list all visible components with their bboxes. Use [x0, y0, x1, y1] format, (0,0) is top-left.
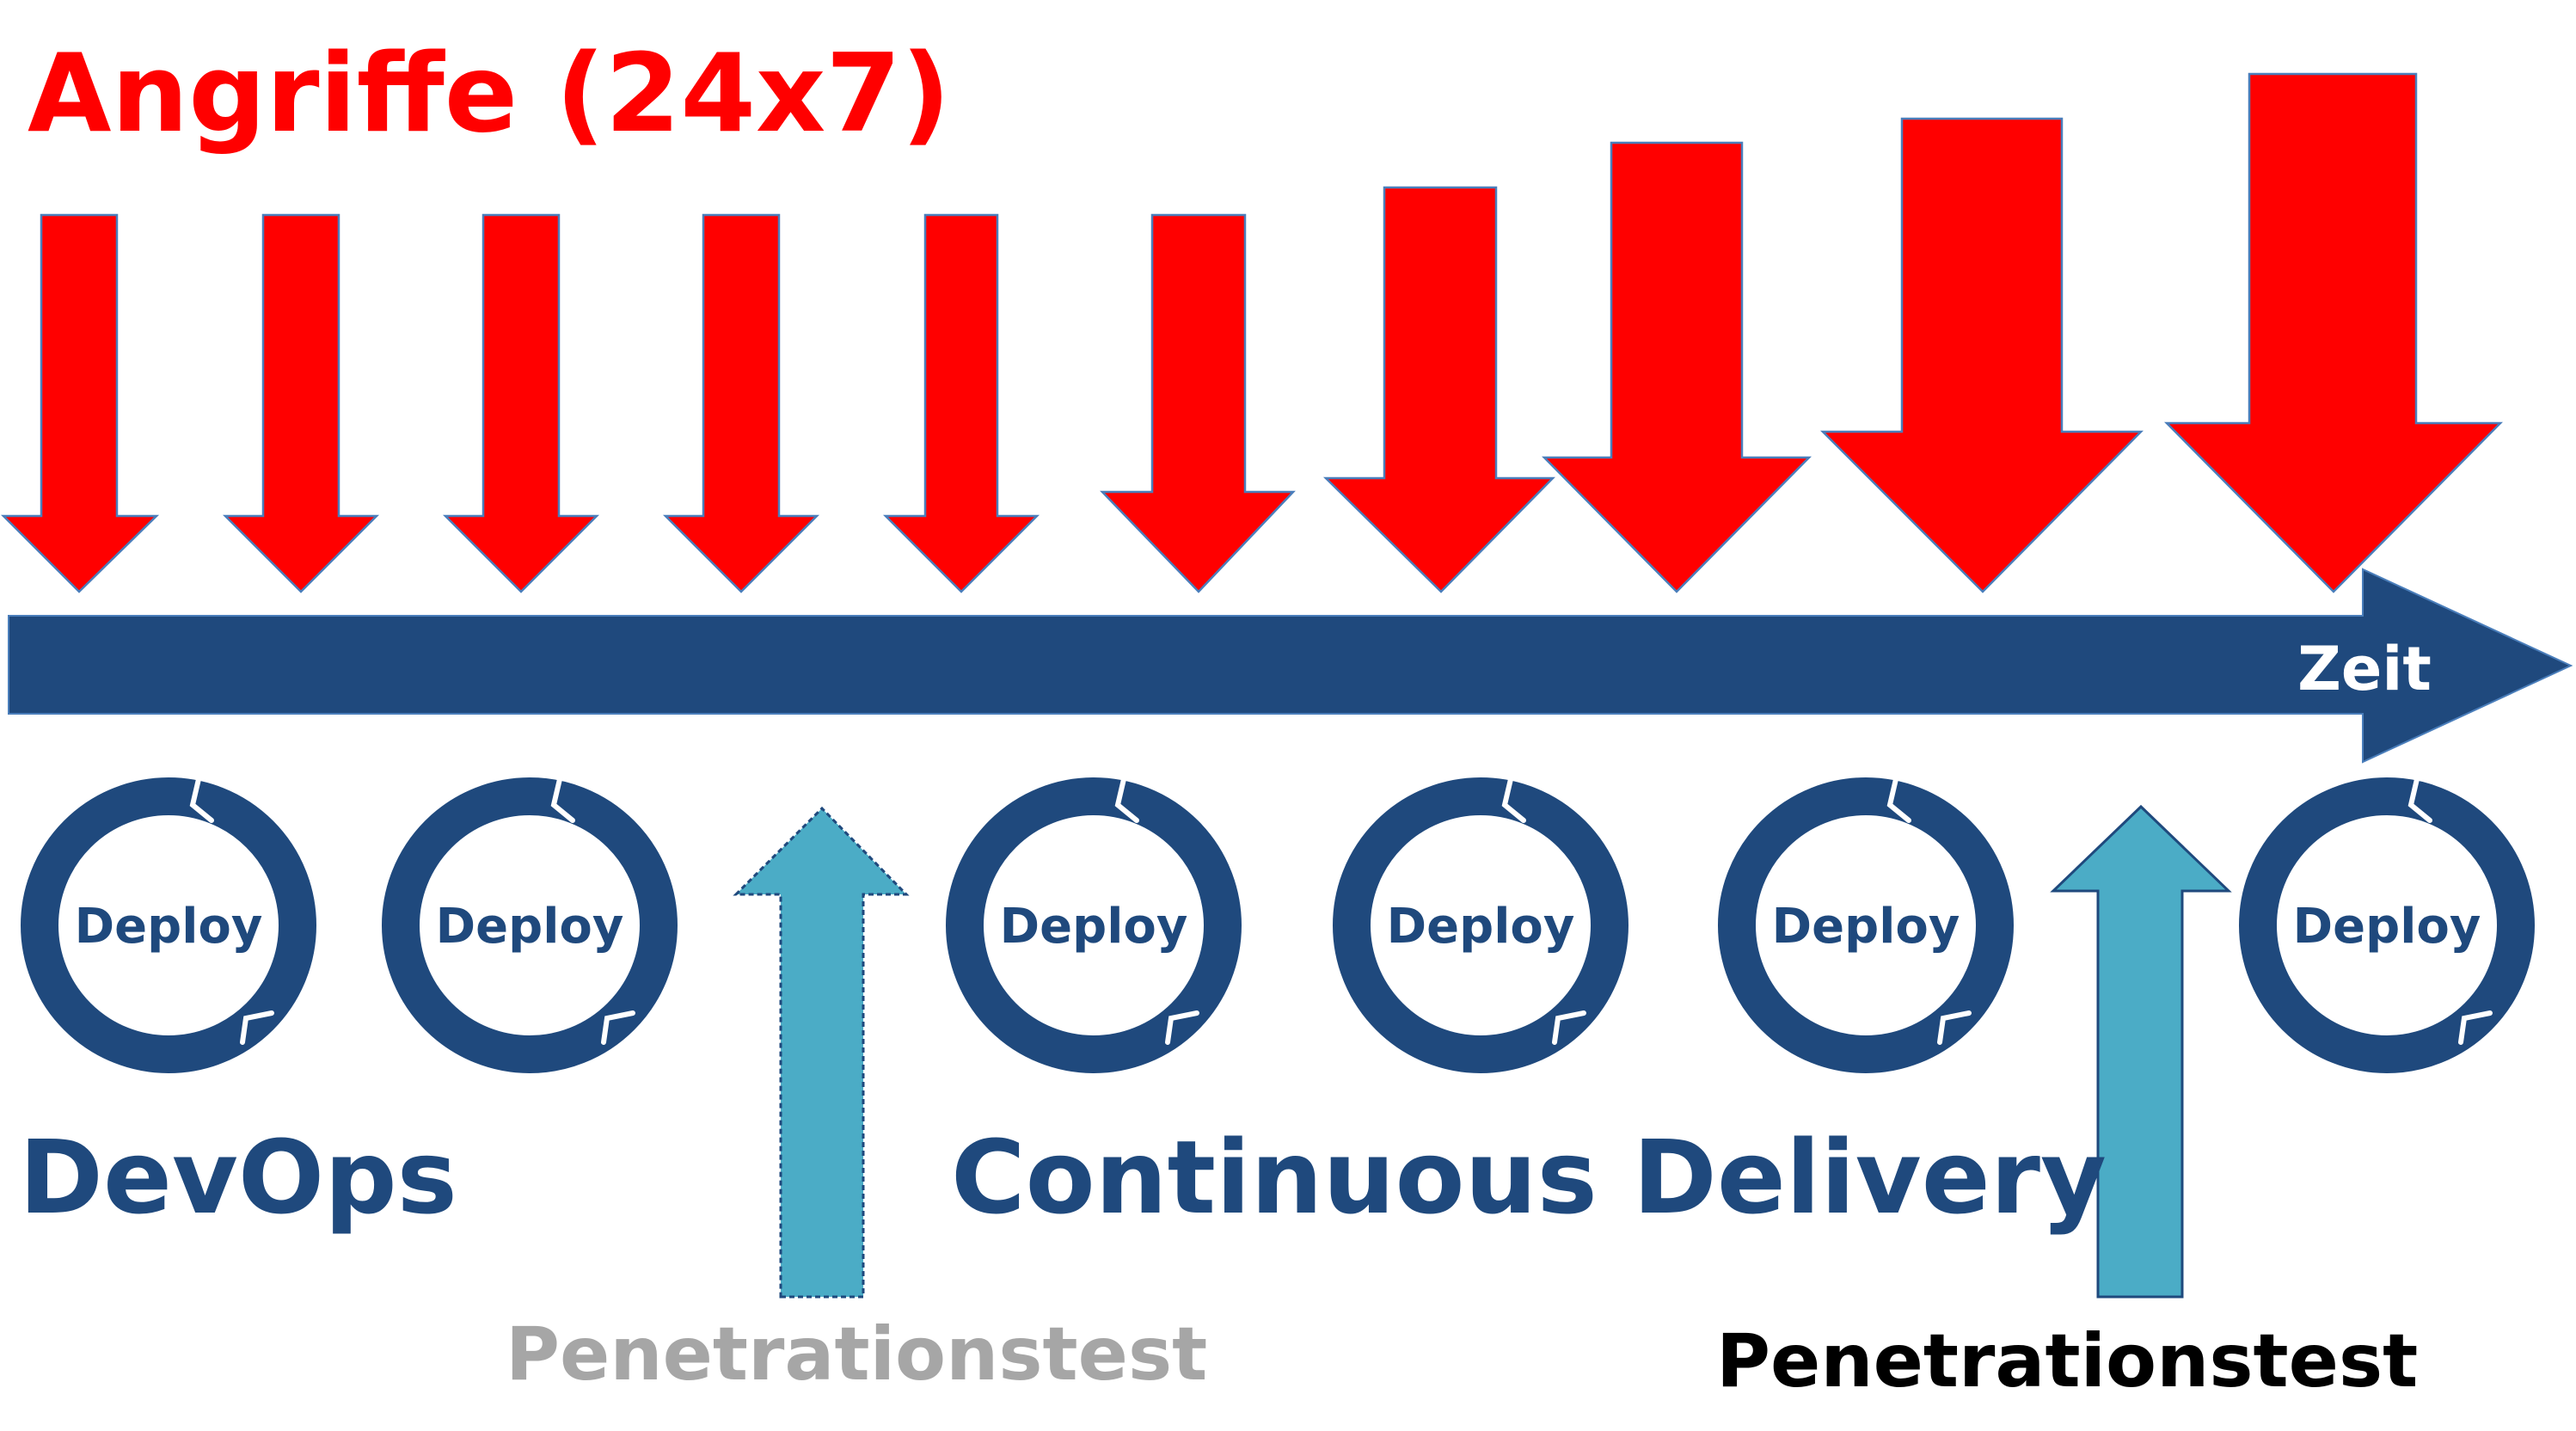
deploy-label: Deploy: [1772, 899, 1960, 955]
deploy-label: Deploy: [1387, 899, 1575, 955]
cycle-ring-gap-top: [189, 777, 214, 823]
timeline-label: Zeit: [2297, 634, 2432, 704]
attack-arrow-8-icon: [1542, 141, 1812, 593]
cycle-ring-icon: [1333, 777, 1628, 1073]
attack-arrows: [0, 72, 2503, 593]
cycle-ring-gap-bottom: [1937, 1010, 1972, 1045]
cycle-ring-gap-top: [1886, 777, 1911, 823]
devops-label: DevOps: [19, 1118, 457, 1237]
cycle-ring-gap-bottom: [240, 1010, 274, 1045]
diagram-title: Angriffe (24x7): [28, 30, 951, 157]
attack-arrow-2-icon: [222, 213, 380, 593]
cycle-ring-gap-top: [2407, 777, 2432, 823]
cycle-ring-gap-bottom: [601, 1010, 635, 1045]
cycle-ring-icon: [382, 777, 678, 1073]
attack-arrow-4-icon: [662, 213, 820, 593]
attack-arrow-1-icon: [0, 213, 160, 593]
deploy-cycle-2: Deploy: [382, 777, 678, 1073]
cycle-ring-icon: [2239, 777, 2535, 1073]
timeline-arrow: Zeit: [8, 568, 2573, 764]
deploy-label: Deploy: [1000, 899, 1188, 955]
attack-arrow-5-icon: [882, 213, 1040, 593]
cycle-ring-gap-top: [1114, 777, 1139, 823]
pentest-label-2: Penetrationstest: [1716, 1318, 2418, 1404]
cycle-ring-icon: [21, 777, 316, 1073]
deploy-cycle-4: Deploy: [1333, 777, 1628, 1073]
deploy-cycle-6: Deploy: [2239, 777, 2535, 1073]
cycle-ring-gap-bottom: [1165, 1010, 1199, 1045]
deploy-label: Deploy: [2293, 899, 2481, 955]
cycle-ring-icon: [1718, 777, 2014, 1073]
deploy-cycle-5: Deploy: [1718, 777, 2014, 1073]
attack-arrow-6-icon: [1100, 213, 1296, 593]
attack-arrow-10-icon: [2164, 72, 2503, 593]
pentest-arrow-2-icon: [2050, 804, 2232, 1299]
pentest-label-1: Penetrationstest: [506, 1311, 1207, 1397]
cycle-ring-icon: [946, 777, 1242, 1073]
attack-arrow-7-icon: [1322, 186, 1555, 593]
deploy-cycle-1: Deploy: [21, 777, 316, 1073]
deploy-cycles: Deploy Deploy Deploy Deploy Deploy: [21, 777, 2535, 1073]
pentest-arrow-1-icon: [733, 806, 910, 1299]
deploy-label: Deploy: [436, 899, 624, 955]
cycle-ring-gap-bottom: [2458, 1010, 2493, 1045]
continuous-delivery-label: Continuous Delivery: [951, 1118, 2107, 1237]
deploy-cycle-3: Deploy: [946, 777, 1242, 1073]
cycle-ring-gap-top: [550, 777, 575, 823]
cycle-ring-gap-bottom: [1552, 1010, 1586, 1045]
deploy-label: Deploy: [75, 899, 263, 955]
timeline-arrow-icon: [8, 568, 2573, 764]
cycle-ring-gap-top: [1501, 777, 1526, 823]
attack-arrow-3-icon: [442, 213, 600, 593]
attack-arrow-9-icon: [1819, 117, 2144, 593]
